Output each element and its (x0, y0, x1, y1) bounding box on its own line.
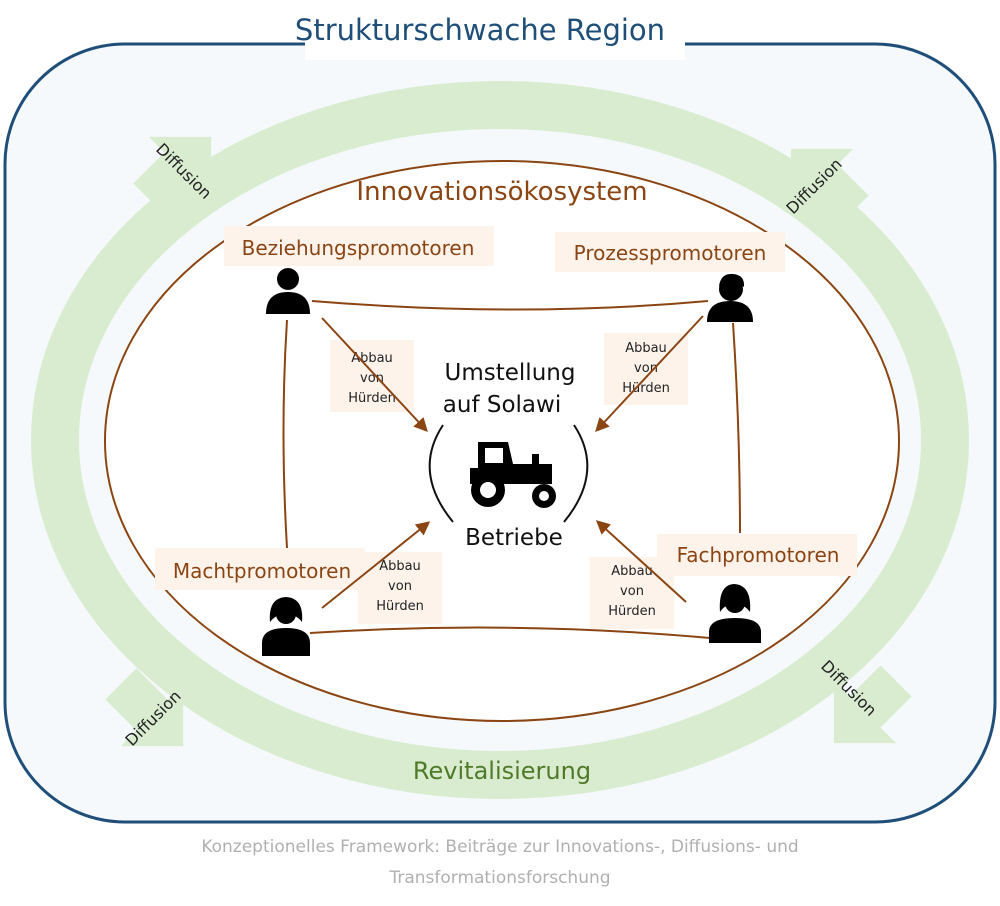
svg-text:Abbau: Abbau (351, 351, 393, 366)
fach-label-background (657, 534, 857, 576)
hurdle-label-top-right: Abbau von Hürden (622, 341, 670, 396)
svg-text:von: von (620, 584, 644, 599)
svg-text:Hürden: Hürden (376, 599, 424, 614)
link-beziehung-prozess (311, 300, 709, 311)
svg-text:von: von (360, 371, 384, 386)
diffusion-arrow-top-left (133, 136, 212, 215)
right-bracket (563, 424, 589, 523)
svg-text:Hürden: Hürden (608, 604, 656, 619)
svg-text:Abbau: Abbau (611, 564, 653, 579)
tractor-icon (470, 442, 556, 508)
svg-text:Abbau: Abbau (625, 341, 667, 356)
center-text-line1: Umstellung (445, 360, 576, 386)
person-icon-macht (262, 597, 310, 656)
caption-line1: Konzeptionelles Framework: Beiträge zur … (201, 837, 798, 857)
promoter-label-fach: Fachpromotoren (677, 543, 840, 567)
promoter-label-prozess: Prozesspromotoren (574, 241, 767, 265)
link-prozess-fach (732, 322, 741, 534)
ecosystem-title: Innovationsökosystem (356, 177, 647, 207)
arrow-beziehung-to-center (321, 317, 428, 433)
left-bracket (428, 424, 454, 523)
promoter-label-macht: Machtpromotoren (173, 559, 351, 583)
center-text-bottom: Betriebe (465, 525, 563, 551)
person-icon-beziehung (266, 268, 310, 314)
macht-label-background (155, 548, 365, 590)
revitalization-label: Revitalisierung (413, 757, 591, 785)
beziehung-label-background (224, 226, 494, 266)
hurdle-box-bottom-left (358, 552, 442, 624)
prozess-label-background (555, 232, 785, 272)
arrow-macht-to-center (321, 521, 431, 609)
hurdle-box-top-left (330, 340, 414, 412)
promoter-label-beziehung: Beziehungspromotoren (242, 236, 475, 260)
diffusion-arrow-bottom-right (833, 665, 912, 744)
diffusion-ring (31, 81, 969, 799)
person-icon-prozess (707, 273, 753, 322)
hurdle-label-top-left: Abbau von Hürden (348, 351, 396, 406)
link-macht-fach (309, 626, 711, 639)
svg-text:von: von (388, 579, 412, 594)
region-title-background (305, 10, 685, 60)
hurdle-label-bottom-right: Abbau von Hürden (608, 564, 656, 619)
hurdle-box-top-right (604, 333, 688, 405)
svg-text:Hürden: Hürden (622, 381, 670, 396)
arrow-prozess-to-center (595, 315, 704, 433)
caption-line2: Transformationsforschung (388, 868, 610, 888)
hurdle-label-bottom-left: Abbau von Hürden (376, 559, 424, 614)
center-text-line2: auf Solawi (443, 392, 561, 418)
diffusion-arrow-top-right (790, 148, 869, 227)
diffusion-arrow-bottom-left (105, 668, 184, 747)
link-beziehung-macht (282, 319, 288, 549)
arrow-fach-to-center (595, 520, 687, 603)
person-icon-fach (709, 584, 761, 643)
hurdle-box-bottom-right (590, 557, 674, 629)
svg-text:Abbau: Abbau (379, 559, 421, 574)
svg-text:Hürden: Hürden (348, 391, 396, 406)
region-title: Strukturschwache Region (295, 13, 665, 47)
